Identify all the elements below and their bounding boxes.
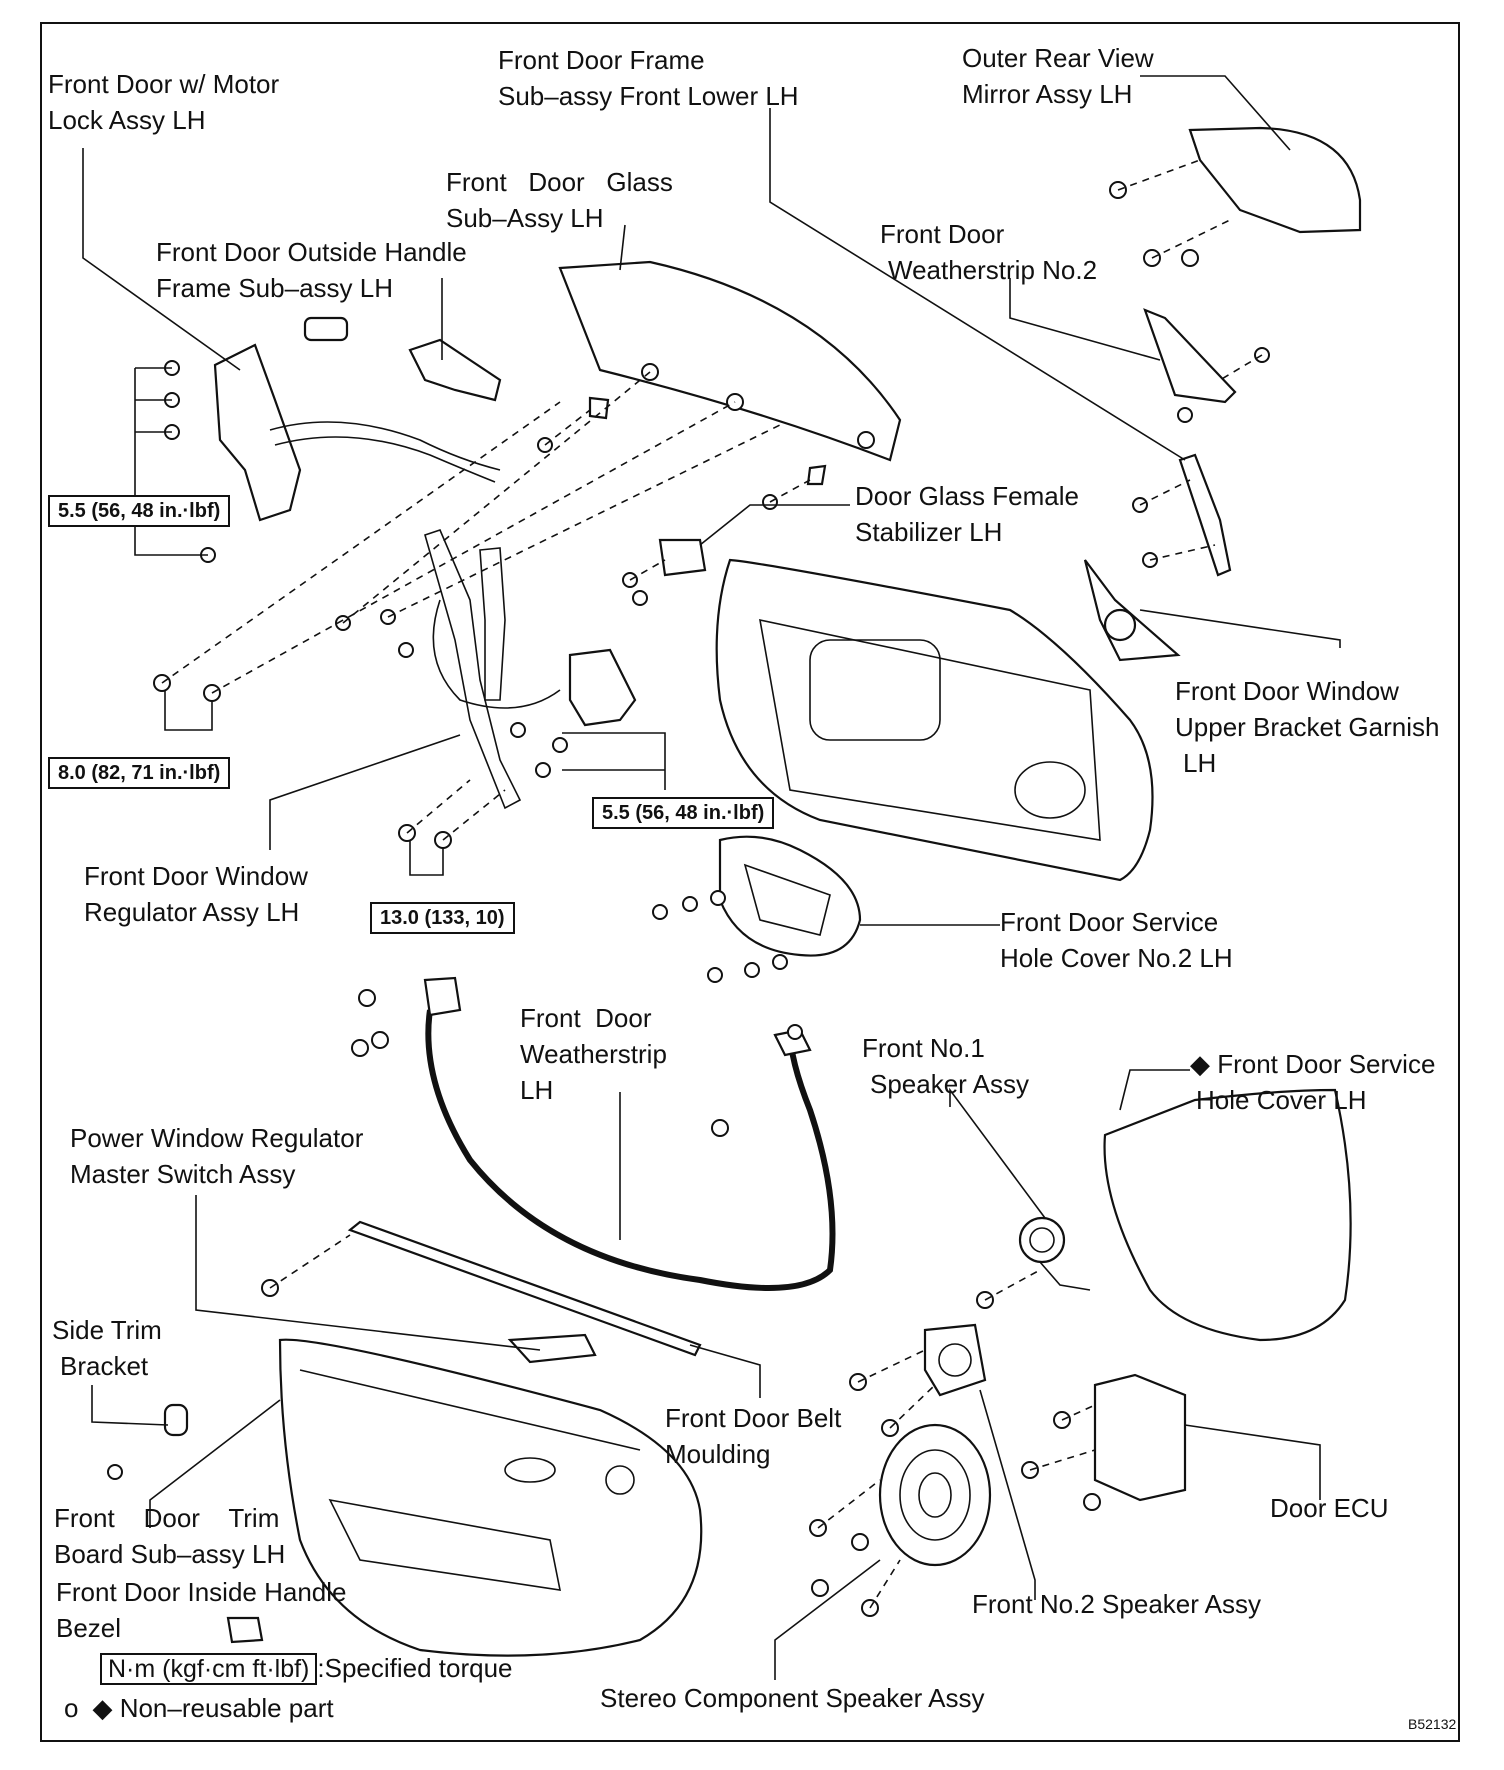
door-glass-part bbox=[558, 260, 902, 462]
door-inner-panel bbox=[715, 558, 1154, 882]
label-speaker-no2: Front No.2 Speaker Assy bbox=[972, 1589, 1262, 1619]
belt-moulding-part bbox=[347, 1220, 702, 1357]
regulator-motor-part bbox=[568, 648, 637, 727]
inside-handle-bezel-part bbox=[226, 1616, 264, 1644]
label-stereo-speaker: Stereo Component Speaker Assy bbox=[600, 1683, 985, 1713]
torque-lock: 5.5 (56, 48 in.·lbf) bbox=[48, 495, 231, 527]
figure-code: B52132 bbox=[1408, 1716, 1457, 1732]
speaker-no2-part bbox=[923, 1323, 987, 1397]
trim-board-part bbox=[278, 1338, 703, 1657]
legend-nonreusable-text: ◆ Non–reusable part bbox=[92, 1693, 334, 1723]
window-garnish-part bbox=[1083, 559, 1181, 662]
master-switch-part bbox=[507, 1333, 597, 1364]
outside-handle-part bbox=[408, 338, 502, 402]
diagram-frame bbox=[40, 22, 1460, 1742]
frame-front-lower-part bbox=[1178, 453, 1232, 577]
stereo-speaker-part bbox=[878, 1423, 992, 1567]
window-regulator-part bbox=[424, 529, 522, 810]
torque-regulator-upper: 8.0 (82, 71 in.·lbf) bbox=[48, 757, 231, 789]
weatherstrip-no2-part bbox=[1143, 308, 1237, 404]
legend-torque: N·m (kgf·cm ft·lbf):Specified torque bbox=[100, 1650, 513, 1687]
torque-regulator-lower: 13.0 (133, 10) bbox=[370, 902, 515, 934]
torque-regulator-motor: 5.5 (56, 48 in.·lbf) bbox=[592, 797, 775, 829]
handle-cylinder-part bbox=[303, 316, 349, 342]
legend-unit-box: N·m (kgf·cm ft·lbf) bbox=[100, 1653, 318, 1685]
outer-mirror-part bbox=[1188, 126, 1362, 234]
service-cover-no2-part bbox=[718, 835, 862, 957]
legend-corner-mark: o bbox=[64, 1693, 79, 1723]
label-door-ecu: Door ECU bbox=[1270, 1493, 1389, 1523]
service-cover-part bbox=[1103, 1088, 1352, 1342]
motor-lock-part bbox=[213, 343, 302, 522]
speaker-no1-part bbox=[1018, 1216, 1066, 1264]
glass-stabilizer-part bbox=[658, 538, 707, 577]
legend-unit-desc: :Specified torque bbox=[317, 1653, 513, 1683]
door-ecu-part bbox=[1093, 1373, 1187, 1502]
legend-nonreusable: o ◆ Non–reusable part bbox=[64, 1690, 334, 1726]
